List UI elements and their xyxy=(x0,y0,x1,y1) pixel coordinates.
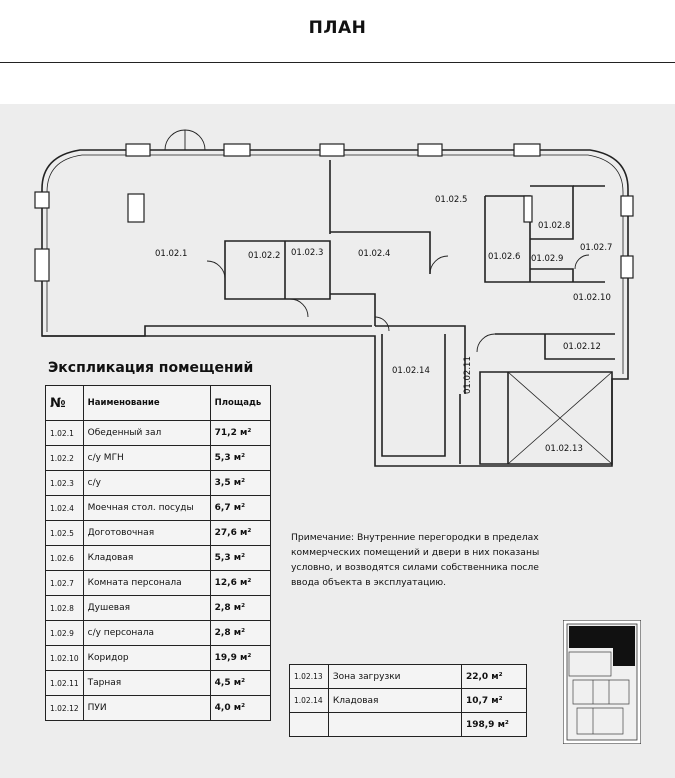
room-code: 1.02.7 xyxy=(45,570,84,596)
room-name: с/у xyxy=(82,470,211,496)
legend-header-row: № Наименование Площадь xyxy=(45,385,272,421)
room-area: 5,3 м² xyxy=(209,445,272,471)
room-area: 4,0 м² xyxy=(209,695,272,721)
room-name: Кладовая xyxy=(82,545,211,571)
room-name: ПУИ xyxy=(82,695,211,721)
room-name: Моечная стол. посуды xyxy=(82,495,211,521)
room-label: 01.02.6 xyxy=(488,252,520,262)
room-code: 1.02.14 xyxy=(289,688,329,713)
room-label: 01.02.3 xyxy=(291,248,323,258)
room-code: 1.02.4 xyxy=(45,495,84,521)
extra-table: 1.02.13 Зона загрузки 22,0 м² 1.02.14 Кл… xyxy=(289,664,528,737)
room-code: 1.02.9 xyxy=(45,620,84,646)
room-code: 1.02.13 xyxy=(289,664,329,689)
room-code: 1.02.10 xyxy=(45,645,84,671)
room-label: 01.02.9 xyxy=(531,254,563,264)
location-minimap xyxy=(563,620,641,744)
room-label: 01.02.13 xyxy=(545,444,583,454)
note-line: ввода объекта в эксплуатацию. xyxy=(291,577,447,588)
room-area: 6,7 м² xyxy=(209,495,272,521)
room-code: 1.02.3 xyxy=(45,470,84,496)
room-area: 10,7 м² xyxy=(460,688,528,713)
room-area: 12,6 м² xyxy=(209,570,272,596)
room-area: 3,5 м² xyxy=(209,470,272,496)
room-label: 01.02.2 xyxy=(248,251,280,261)
legend-header-num: № xyxy=(45,385,84,421)
room-name: Комната персонала xyxy=(82,570,211,596)
total-row: 198,9 м² xyxy=(289,712,528,737)
table-row: 1.02.13 Зона загрузки 22,0 м² xyxy=(289,664,528,689)
room-area: 19,9 м² xyxy=(209,645,272,671)
room-name: Коридор xyxy=(82,645,211,671)
room-label: 01.02.12 xyxy=(563,342,601,352)
room-name: Зона загрузки xyxy=(327,664,462,689)
room-area: 2,8 м² xyxy=(209,620,272,646)
room-code: 1.02.11 xyxy=(45,670,84,696)
legend-header-area: Площадь xyxy=(209,385,272,421)
room-name: Кладовая xyxy=(327,688,462,713)
room-label: 01.02.4 xyxy=(358,249,390,259)
room-area: 4,5 м² xyxy=(209,670,272,696)
header-divider xyxy=(0,62,675,63)
room-label: 01.02.14 xyxy=(392,366,430,376)
note-line: условно, и возводятся силами собственник… xyxy=(291,562,539,573)
room-label: 01.02.1 xyxy=(155,249,187,259)
room-code: 1.02.1 xyxy=(45,420,84,446)
outer-wall xyxy=(41,149,629,467)
room-code: 1.02.8 xyxy=(45,595,84,621)
room-label: 01.02.11 xyxy=(463,356,473,394)
room-name: с/у персонала xyxy=(82,620,211,646)
room-area: 5,3 м² xyxy=(209,545,272,571)
note-line: Примечание: Внутренние перегородки в пре… xyxy=(291,532,539,543)
floor-plan: 01.02.1 01.02.2 01.02.3 01.02.4 01.02.5 … xyxy=(34,129,634,467)
total-area: 198,9 м² xyxy=(460,712,528,737)
room-name: Доготовочная xyxy=(82,520,211,546)
room-name: Тарная xyxy=(82,670,211,696)
legend-title: Экспликация помещений xyxy=(48,360,254,376)
room-code: 1.02.6 xyxy=(45,545,84,571)
room-code: 1.02.12 xyxy=(45,695,84,721)
table-row: 1.02.14 Кладовая 10,7 м² xyxy=(289,688,528,713)
room-name: Душевая xyxy=(82,595,211,621)
room-label: 01.02.10 xyxy=(573,293,611,303)
room-area: 27,6 м² xyxy=(209,520,272,546)
room-name: с/у МГН xyxy=(82,445,211,471)
note: Примечание: Внутренние перегородки в пре… xyxy=(291,530,581,590)
inner-wall-offset xyxy=(46,154,624,374)
page-title: ПЛАН xyxy=(308,18,367,38)
room-label: 01.02.8 xyxy=(538,221,570,231)
room-label: 01.02.7 xyxy=(580,243,612,253)
legend-header-name: Наименование xyxy=(82,385,211,421)
room-code: 1.02.2 xyxy=(45,445,84,471)
room-area: 2,8 м² xyxy=(209,595,272,621)
room-label: 01.02.5 xyxy=(435,195,467,205)
room-name: Обеденный зал xyxy=(82,420,211,446)
room-code: 1.02.5 xyxy=(45,520,84,546)
room-area: 22,0 м² xyxy=(460,664,528,689)
room-area: 71,2 м² xyxy=(209,420,272,446)
note-line: коммерческих помещений и двери в них пок… xyxy=(291,547,540,558)
